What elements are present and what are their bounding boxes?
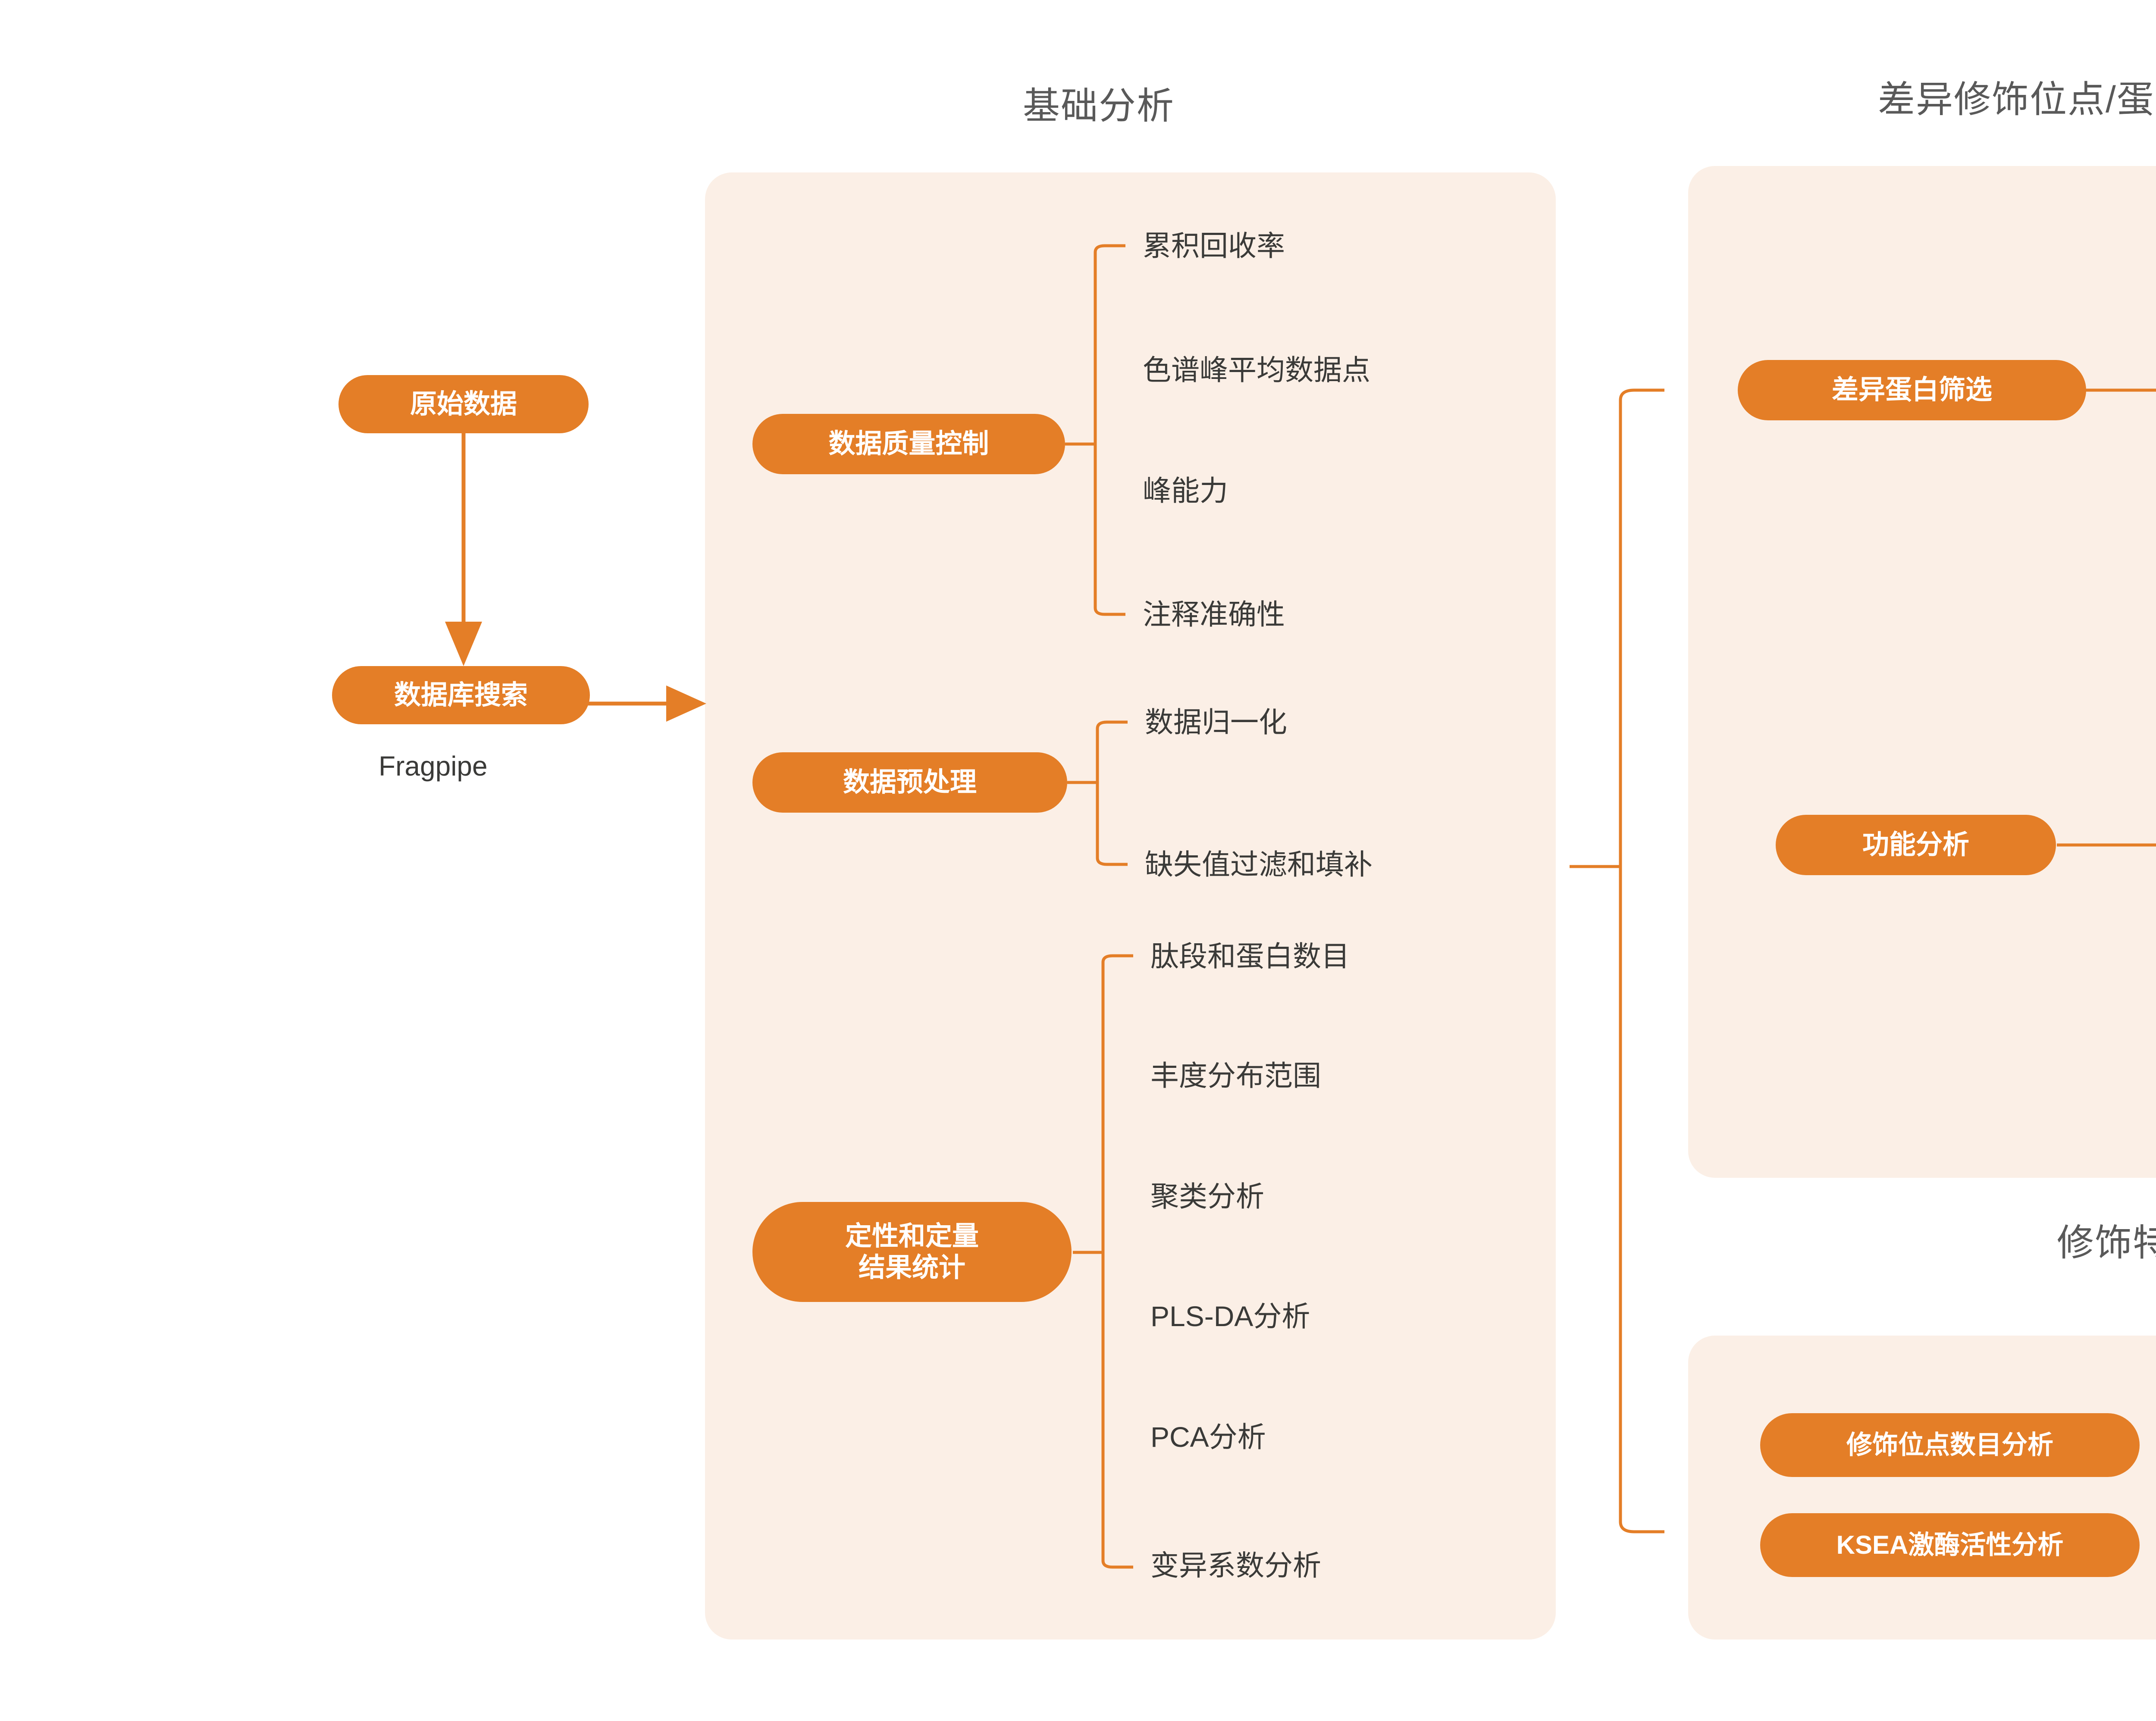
pill-data-preprocessing[interactable]: 数据预处理 (752, 752, 1067, 813)
leaf-plsda-analysis: PLS-DA分析 (1150, 1300, 1310, 1332)
pill-data-quality-control[interactable]: 数据质量控制 (752, 414, 1065, 474)
modification-analysis-panel (1688, 1336, 2156, 1640)
section-title-basic: 基础分析 (1023, 85, 1175, 127)
pill-ksea-kinase-activity-analysis[interactable]: KSEA激酶活性分析 (1760, 1513, 2140, 1577)
leaf-peptide-protein-count: 肽段和蛋白数目 (1150, 940, 1350, 972)
pill-database-search[interactable]: 数据库搜索 (332, 666, 590, 724)
leaf-annotation-accuracy: 注释准确性 (1143, 598, 1285, 630)
leaf-cv-analysis: 变异系数分析 (1150, 1549, 1321, 1581)
basic-analysis-panel (705, 172, 1556, 1640)
leaf-avg-datapoints-per-peak: 色谱峰平均数据点 (1143, 354, 1370, 386)
pill-functional-analysis[interactable]: 功能分析 (1776, 815, 2056, 875)
pill-modification-site-count-analysis[interactable]: 修饰位点数目分析 (1760, 1413, 2140, 1477)
leaf-peak-capacity: 峰能力 (1143, 475, 1228, 507)
leaf-pca-analysis: PCA分析 (1150, 1421, 1266, 1453)
section-title-modification: 修饰特色分析 (2057, 1222, 2156, 1264)
differential-analysis-panel (1688, 166, 2156, 1178)
pill-qual-quant-statistics[interactable]: 定性和定量 结果统计 (752, 1202, 1072, 1302)
section-title-differential: 差异修饰位点/蛋白分析 (1878, 79, 2156, 120)
pill-raw-data[interactable]: 原始数据 (338, 375, 589, 433)
leaf-abundance-distribution: 丰度分布范围 (1150, 1060, 1321, 1092)
search-tool-label: Fragpipe (379, 751, 488, 782)
leaf-missing-value-filter-impute: 缺失值过滤和填补 (1145, 848, 1373, 880)
leaf-cumulative-recovery: 累积回收率 (1143, 230, 1285, 262)
leaf-data-normalization: 数据归一化 (1145, 706, 1287, 738)
leaf-cluster-analysis: 聚类分析 (1150, 1180, 1264, 1212)
pill-differential-protein-screening[interactable]: 差异蛋白筛选 (1738, 360, 2086, 420)
